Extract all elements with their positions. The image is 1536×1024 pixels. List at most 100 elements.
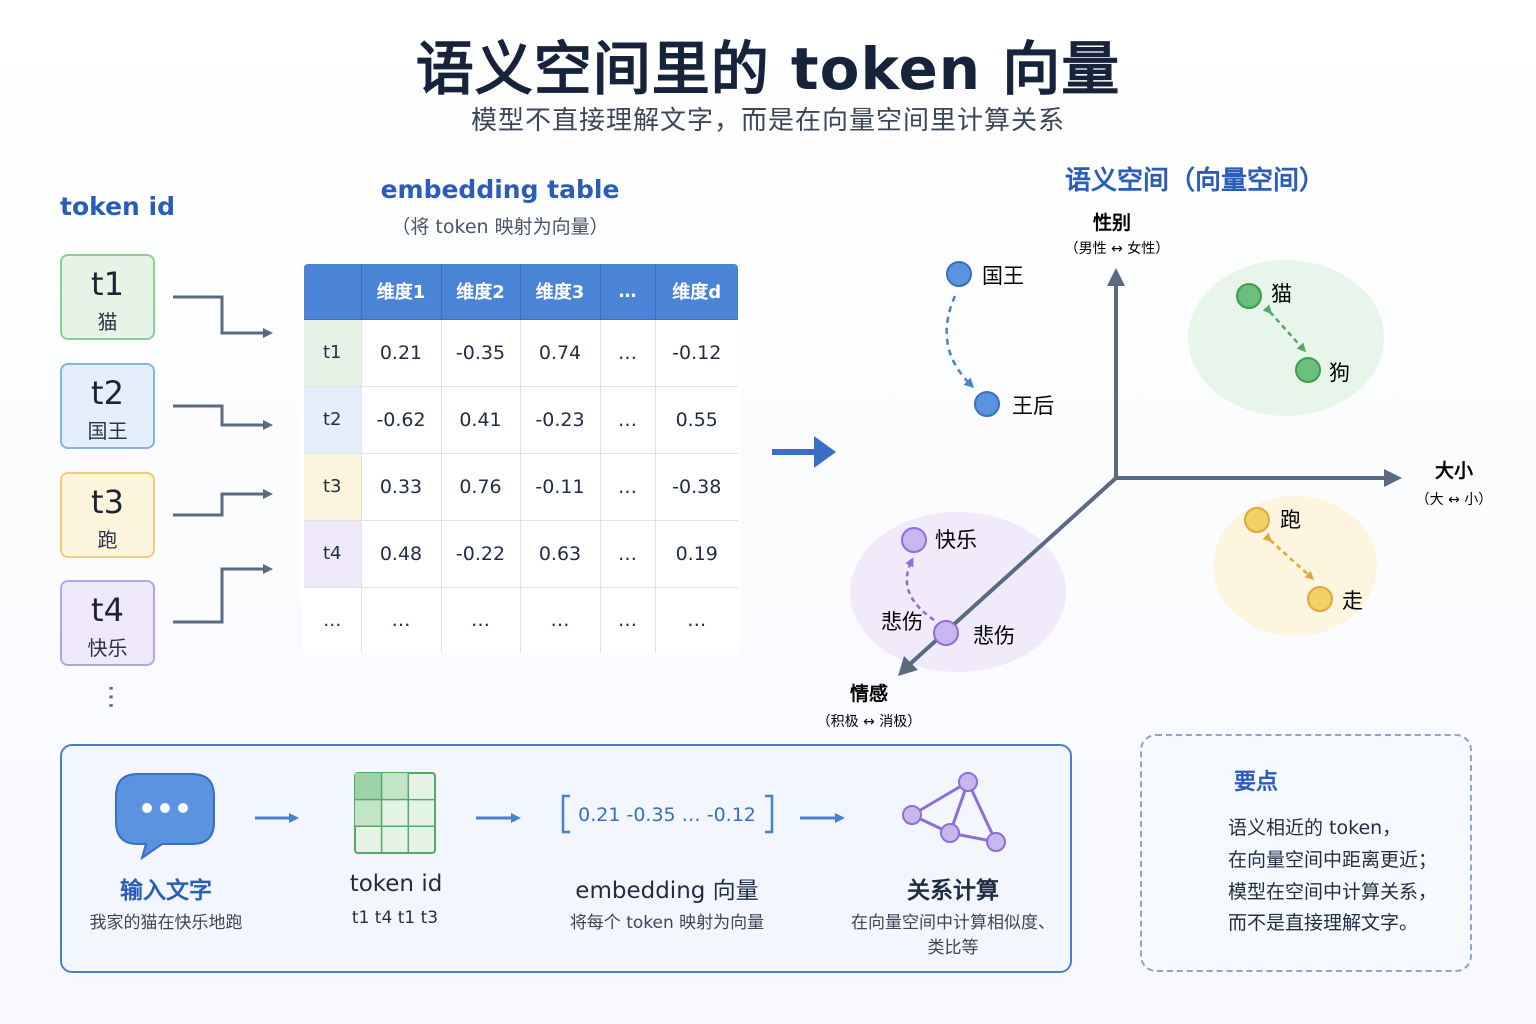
point-run (1244, 507, 1270, 533)
table-cell: 0.21 (360, 318, 442, 387)
flow-step-title: 输入文字 (120, 878, 212, 904)
flow-step-title: embedding 向量 (575, 878, 759, 904)
table-cell: 0.33 (360, 452, 442, 521)
token-card-t3: t3 跑 (60, 472, 155, 558)
row-label: t2 (304, 385, 362, 454)
axis-vertical-arrowhead (1107, 268, 1125, 286)
token-card-word: 猫 (97, 310, 118, 334)
table-header-row: 维度1 维度2 维度3 … 维度d (304, 264, 738, 320)
column-header: 维度2 (440, 264, 521, 320)
tip-panel (1140, 734, 1472, 972)
axis-sub-gender: （男性 ↔ 女性） (1065, 240, 1170, 257)
axis-sub-emotion: （积极 ↔ 消极） (817, 714, 922, 730)
token-card-word: 快乐 (87, 636, 128, 660)
flow-panel (60, 744, 1072, 973)
point-cat (1236, 283, 1262, 309)
point-label-queen: 王后 (1012, 394, 1054, 418)
axis-horizontal-arrowhead (1384, 469, 1402, 487)
point-happy (901, 527, 927, 553)
point-label-happy: 快乐 (935, 528, 977, 552)
table-cell: … (599, 318, 656, 387)
point-dog (1295, 357, 1321, 383)
point-label-dog: 狗 (1329, 361, 1350, 385)
tip-line: 在向量空间中距离更近； (1228, 849, 1438, 871)
row-label: t4 (304, 519, 362, 588)
table-row: … … … … … … (304, 586, 738, 653)
row-label: … (304, 586, 362, 653)
table-cell: … (599, 586, 656, 653)
table-cell: … (360, 586, 442, 653)
table-cell: -0.11 (519, 452, 601, 521)
semantic-space-heading: 语义空间（向量空间） (1064, 166, 1325, 196)
flow-step-title: 关系计算 (907, 878, 999, 904)
graph-network-nodes (902, 772, 1006, 852)
token-card-id: t3 (91, 483, 124, 521)
table-cell: 0.76 (440, 452, 521, 521)
table-cell: … (599, 519, 656, 588)
flow-step-sub: t1 t4 t1 t3 (351, 908, 439, 928)
table-cell: 0.41 (440, 385, 521, 454)
column-header: 维度d (654, 264, 738, 320)
point-label-king: 国王 (982, 264, 1024, 288)
column-header: 维度3 (519, 264, 601, 320)
connector-arrow (173, 404, 273, 430)
table-cell: … (440, 586, 521, 653)
vector-bracket-icon (561, 794, 774, 834)
row-label: t1 (304, 318, 362, 387)
point-walk (1307, 586, 1333, 612)
grid-icon (354, 772, 436, 854)
axis-label-emotion: 情感 (850, 682, 888, 705)
table-cell: -0.22 (440, 519, 521, 588)
point-king (946, 261, 972, 287)
table-cell: 0.55 (654, 385, 738, 454)
point-queen (974, 391, 1000, 417)
vector-values: 0.21 -0.35 … -0.12 (578, 804, 756, 826)
axis-sub-size: （大 ↔ 小） (1416, 492, 1493, 508)
point-label-cat: 猫 (1271, 282, 1292, 306)
table-cell: … (519, 586, 601, 653)
table-cell: -0.38 (654, 452, 738, 521)
token-id-heading: token id (60, 192, 176, 221)
token-card-word: 国王 (87, 419, 128, 443)
token-card-id: t2 (91, 374, 124, 412)
table-cell: -0.12 (654, 318, 738, 387)
column-header: 维度1 (360, 264, 442, 320)
flow-step-sub: 我家的猫在快乐地跑 (89, 913, 243, 933)
page-title: 语义空间里的 token 向量 (415, 35, 1121, 103)
tip-line: 语义相近的 token， (1228, 817, 1402, 839)
connector-arrow (173, 295, 273, 338)
table-cell: 0.48 (360, 519, 442, 588)
tip-line: 而不是直接理解文字。 (1228, 912, 1419, 934)
token-card-id: t4 (91, 591, 124, 629)
cluster-purple (850, 512, 1066, 672)
point-sad (933, 620, 959, 646)
table-row: t2 -0.62 0.41 -0.23 … 0.55 (304, 385, 738, 454)
point-label-walk: 走 (1342, 589, 1363, 613)
embedding-table-subheading: （将 token 映射为向量） (391, 216, 609, 238)
token-card-t1: t1 猫 (60, 254, 155, 340)
table-cell: -0.62 (360, 385, 442, 454)
embedding-table-heading: embedding table (380, 175, 620, 204)
tip-line: 模型在空间中计算关系， (1228, 881, 1438, 903)
table-row: t4 0.48 -0.22 0.63 … 0.19 (304, 519, 738, 588)
column-header: … (599, 264, 656, 320)
token-card-t4: t4 快乐 (60, 580, 155, 666)
relation-arrow-happy-sad (905, 557, 935, 622)
token-card-t2: t2 国王 (60, 363, 155, 449)
flow-step-sub: 类比等 (927, 938, 979, 958)
tip-title: 要点 (1234, 770, 1279, 795)
table-cell: 0.63 (519, 519, 601, 588)
table-cell: … (654, 586, 738, 653)
column-header (304, 264, 362, 320)
flow-step-sub: 将每个 token 映射为向量 (569, 913, 765, 933)
point-label-sad: 悲伤 (973, 624, 1015, 648)
token-card-id: t1 (91, 265, 124, 303)
table-row: t1 0.21 -0.35 0.74 … -0.12 (304, 318, 738, 387)
point-label-run: 跑 (1280, 508, 1301, 532)
connector-arrow (173, 564, 273, 624)
relation-arrow-run-walk (1262, 532, 1315, 581)
table-row: t3 0.33 0.76 -0.11 … -0.38 (304, 452, 738, 521)
chat-bubble-icon (115, 773, 215, 861)
token-card-word: 跑 (97, 528, 118, 552)
